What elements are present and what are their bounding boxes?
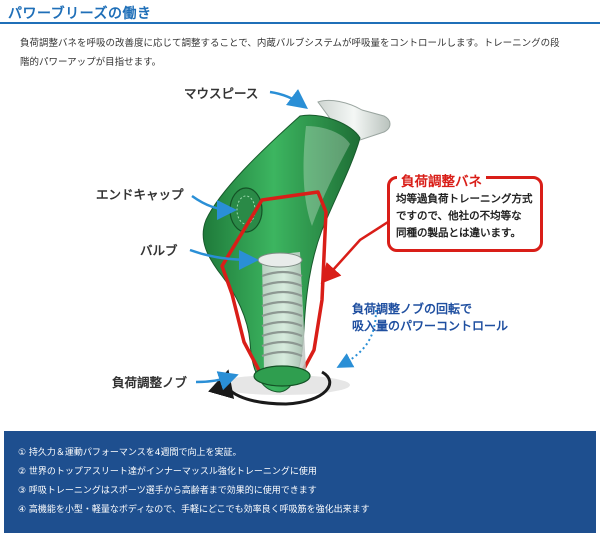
feature-panel: ① 持久力＆運動パフォーマンスを4週間で向上を実証。 ② 世界のトップアスリート… — [4, 431, 596, 533]
load-spring — [261, 270, 303, 358]
load-knob-arrow — [195, 371, 239, 391]
feature-item: ② 世界のトップアスリート達がインナーマッスル強化トレーニングに使用 — [18, 467, 317, 477]
label-end-cap: エンドキャップ — [96, 187, 184, 202]
mouthpiece-shape — [317, 99, 391, 141]
feature-item: ① 持久力＆運動パフォーマンスを4週間で向上を実証。 — [18, 448, 242, 458]
feature-item: ④ 高機能を小型・軽量なボディなので、手軽にどこでも効率良く呼吸筋を強化出来ます — [18, 505, 370, 515]
callout-line-3: 同種の製品とは違います。 — [396, 227, 521, 239]
knob-note: 負荷調整ノブの回転で 吸入量のパワーコントロール — [352, 301, 508, 335]
label-valve: バルブ — [140, 243, 178, 258]
end-cap-arrow — [191, 194, 237, 220]
spring-callout-text: 均等過負荷トレーニング方式 ですので、他社の不均等な 同種の製品とは違います。 — [396, 191, 536, 242]
callout-line-2: ですので、他社の不均等な — [396, 210, 522, 222]
intro-line-2: 階的パワーアップが目指せます。 — [20, 57, 162, 68]
mouthpiece-arrow — [269, 89, 309, 109]
body-highlight — [303, 126, 350, 226]
label-mouthpiece: マウスピース — [184, 86, 259, 101]
intro-text: 負荷調整バネを呼吸の改善度に応じて調整することで、内蔵バルブシステムが呼吸量をコ… — [20, 34, 592, 72]
valve-disc — [257, 252, 303, 268]
page-title: パワーブリーズの働き — [8, 6, 152, 22]
label-load-knob: 負荷調整ノブ — [112, 375, 188, 390]
knob-note-line-2: 吸入量のパワーコントロール — [352, 319, 509, 333]
callout-line-1: 均等過負荷トレーニング方式 — [396, 193, 533, 205]
valve-arrow — [189, 248, 259, 270]
product-diagram: マウスピース エンドキャップ バルブ 負荷調整ノブ 負荷調整バネ 均等過負荷トレ… — [0, 80, 600, 432]
device-illustration — [189, 89, 391, 406]
load-knob-shape — [253, 365, 311, 387]
spring-callout-title: 負荷調整バネ — [397, 170, 486, 190]
intro-line-1: 負荷調整バネを呼吸の改善度に応じて調整することで、内蔵バルブシステムが呼吸量をコ… — [20, 38, 560, 49]
knob-note-arrow — [336, 309, 377, 368]
knob-note-line-1: 負荷調整ノブの回転で — [352, 302, 473, 316]
callout-connector — [320, 220, 389, 284]
title-divider — [0, 22, 600, 24]
feature-item: ③ 呼吸トレーニングはスポーツ選手から高齢者まで効果的に使用できます — [18, 486, 317, 496]
